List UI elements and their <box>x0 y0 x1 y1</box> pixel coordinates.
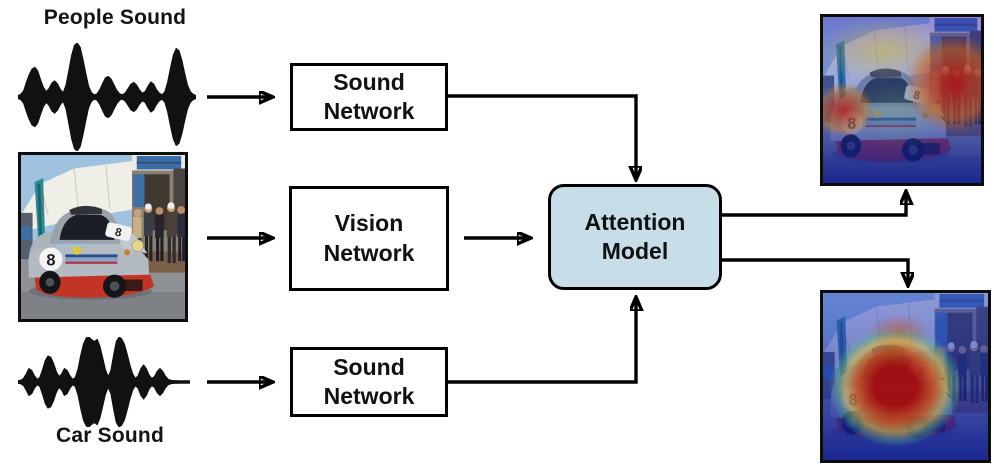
node-sound-network-top-label: Sound Network <box>323 68 415 124</box>
connector-attention-to-car-heatmap <box>722 258 908 284</box>
node-sound-network-top: Sound Network <box>290 63 448 131</box>
node-vision-network: Vision Network <box>289 186 449 291</box>
output-heatmap-car-frame <box>820 290 991 463</box>
output-heatmap-people-frame <box>820 14 984 186</box>
race-car-illustration <box>21 155 185 319</box>
connector-attention-to-people-heatmap <box>722 193 906 217</box>
node-vision-network-label: Vision Network <box>323 210 415 266</box>
car-attention-overlay <box>823 293 988 460</box>
people-sound-waveform-image <box>18 43 196 151</box>
connector-sound-network-bottom-to-attention <box>448 299 636 384</box>
node-attention-model-label: Attention Model <box>584 208 686 264</box>
node-attention-model: Attention Model <box>548 184 722 290</box>
node-sound-network-bottom: Sound Network <box>290 347 448 417</box>
input-video-frame <box>18 152 188 322</box>
people-sound-label: People Sound <box>43 6 187 29</box>
car-sound-label: Car Sound <box>56 424 164 447</box>
connector-sound-network-top-to-attention <box>448 94 636 178</box>
car-sound-waveform-image <box>18 337 190 427</box>
node-sound-network-bottom-label: Sound Network <box>323 353 415 409</box>
people-attention-overlay <box>823 17 981 183</box>
